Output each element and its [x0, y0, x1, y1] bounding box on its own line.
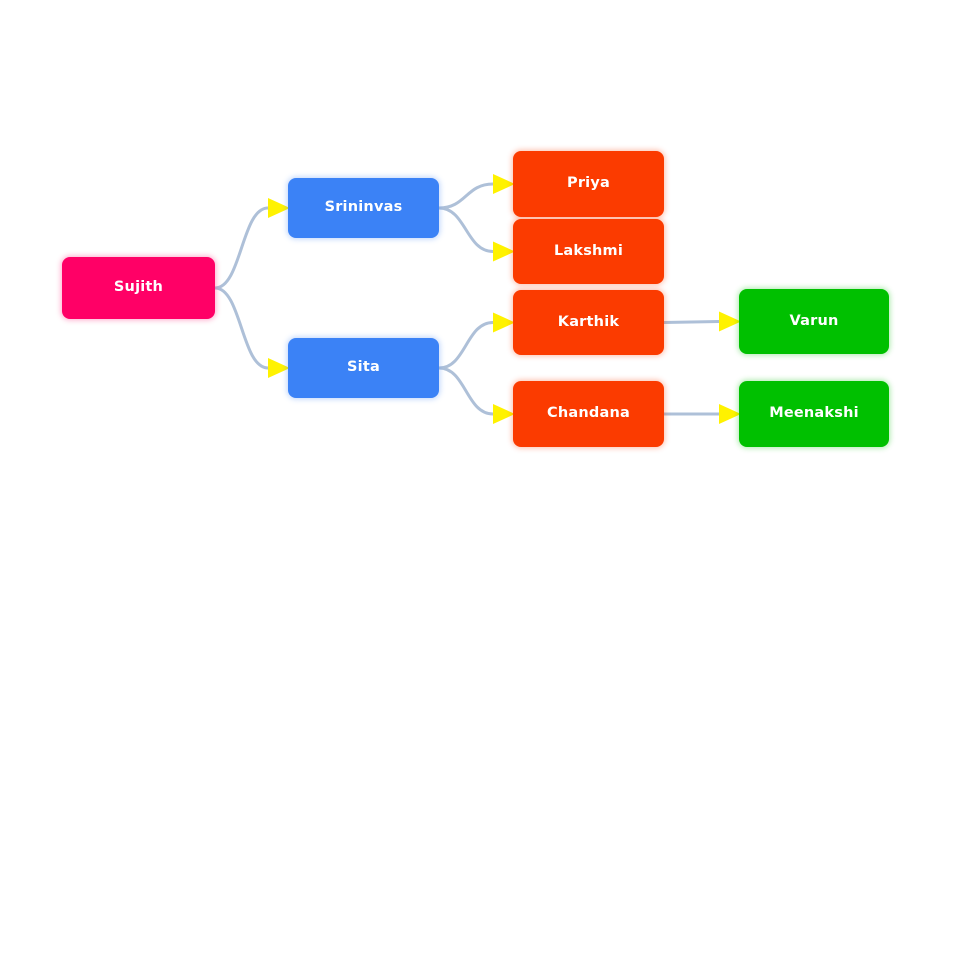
- node-label: Karthik: [557, 313, 620, 330]
- arrowhead-icon: [268, 358, 290, 378]
- node-label: Meenakshi: [769, 405, 859, 422]
- arrowhead-icon: [493, 174, 515, 194]
- node-label: Sita: [347, 359, 380, 376]
- edge-line: [437, 206, 495, 253]
- edge-line: [437, 366, 495, 416]
- edge-sujith-to-sita: [213, 286, 290, 378]
- node-label: Srininvas: [324, 199, 403, 216]
- node-meenakshi[interactable]: Meenakshi: [739, 381, 889, 447]
- node-srininvas[interactable]: Srininvas: [288, 178, 439, 238]
- node-label: Chandana: [547, 405, 630, 422]
- edge-line: [662, 320, 721, 324]
- edge-karthik-to-varun: [662, 311, 741, 332]
- node-chandana[interactable]: Chandana: [513, 381, 664, 447]
- edge-chandana-to-meenakshi: [662, 404, 741, 424]
- node-label: Sujith: [113, 279, 164, 296]
- node-karthik[interactable]: Karthik: [513, 290, 664, 355]
- node-label: Varun: [789, 312, 839, 329]
- edge-sujith-to-srininvas: [213, 198, 290, 290]
- arrowhead-icon: [719, 311, 741, 332]
- edge-sita-to-chandana: [437, 366, 515, 424]
- arrowhead-icon: [719, 404, 741, 424]
- edge-srininvas-to-priya: [437, 174, 515, 210]
- edge-line: [437, 321, 495, 370]
- edge-line: [213, 206, 270, 290]
- node-label: Priya: [567, 175, 610, 192]
- edge-line: [213, 286, 270, 370]
- node-varun[interactable]: Varun: [739, 289, 889, 354]
- edge-line: [437, 182, 495, 210]
- arrowhead-icon: [268, 198, 290, 218]
- node-sujith[interactable]: Sujith: [62, 257, 215, 319]
- edge-srininvas-to-lakshmi: [437, 206, 515, 262]
- node-sita[interactable]: Sita: [288, 338, 439, 398]
- arrowhead-icon: [493, 312, 515, 333]
- node-label: Lakshmi: [553, 242, 624, 259]
- arrowhead-icon: [493, 404, 515, 424]
- edge-sita-to-karthik: [437, 312, 515, 370]
- arrowhead-icon: [493, 241, 515, 262]
- node-priya[interactable]: Priya: [513, 151, 664, 217]
- node-lakshmi[interactable]: Lakshmi: [513, 219, 664, 284]
